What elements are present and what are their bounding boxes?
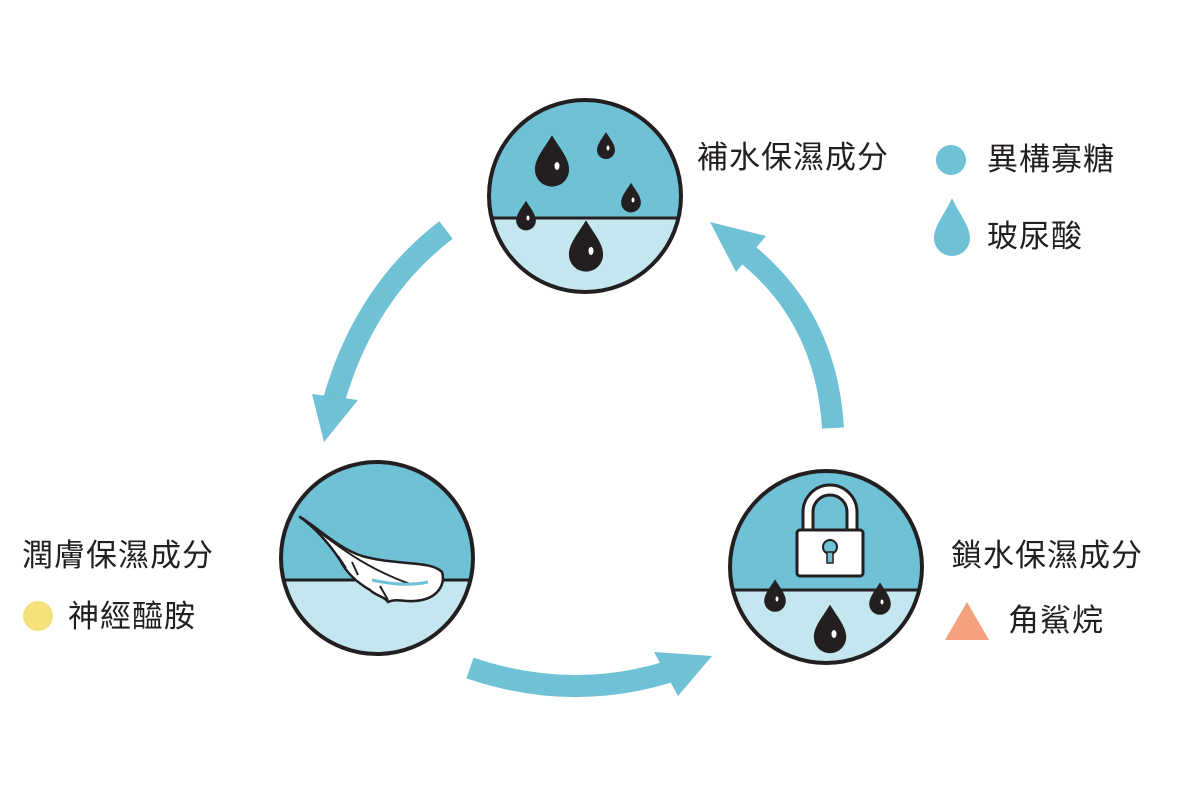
hydration-ingredients-title: 補水保濕成分 xyxy=(697,140,889,176)
ingredient-label-hyaluronic-acid: 玻尿酸 xyxy=(987,219,1083,255)
ingredient-label-ceramide: 神經醯胺 xyxy=(68,599,196,635)
ingredient-label-isomerized-oligosaccharide: 異構寡糖 xyxy=(987,142,1115,178)
hydration-stage-circle xyxy=(487,98,683,294)
water-drops-icon xyxy=(516,132,641,272)
cycle-arrow-left-to-right xyxy=(466,652,712,698)
triangle-marker-icon xyxy=(945,602,989,640)
emollient-stage-circle xyxy=(279,460,475,656)
cycle-arrow-top-to-left xyxy=(312,221,453,442)
circle-marker-icon xyxy=(23,601,53,631)
feather-icon xyxy=(298,515,445,604)
sealing-stage-circle xyxy=(728,469,924,665)
padlock-icon xyxy=(795,483,865,578)
occlusive-ingredients-title: 鎖水保濕成分 xyxy=(951,538,1143,574)
drop-marker-icon xyxy=(934,198,970,256)
emollient-ingredients-title: 潤膚保濕成分 xyxy=(22,538,214,574)
cycle-arrow-right-to-top xyxy=(710,222,844,429)
ingredient-label-squalane: 角鯊烷 xyxy=(1008,603,1104,639)
sealed-drops-icon xyxy=(764,579,891,654)
circle-marker-icon xyxy=(936,145,966,175)
